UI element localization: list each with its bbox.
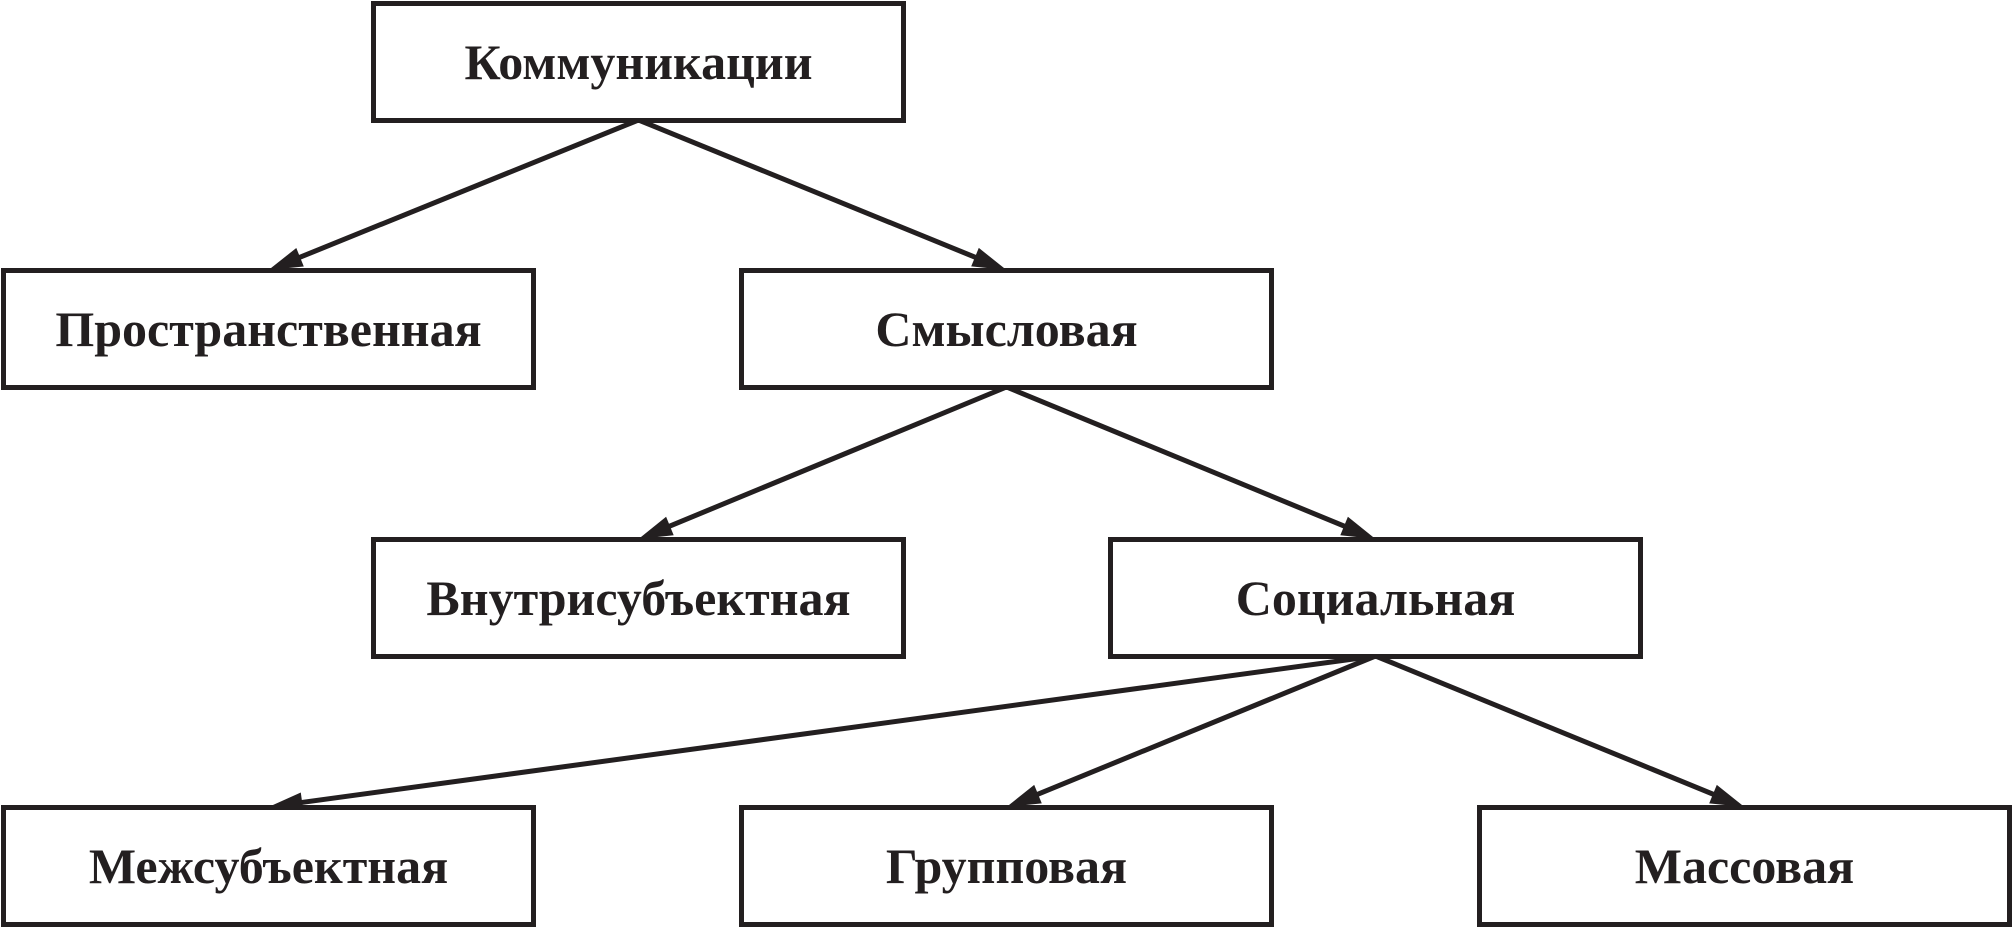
- node-mass: Массовая: [1477, 805, 2012, 927]
- node-communications: Коммуникации: [371, 1, 906, 123]
- arrowhead-semantic-to-social: [1340, 516, 1376, 539]
- edge-social-to-mass: [1374, 653, 1718, 798]
- edge-semantic-to-intrasubject: [665, 384, 1008, 530]
- node-intersubject: Межсубъектная: [1, 805, 536, 927]
- edge-root-to-spatial: [295, 117, 640, 262]
- arrowhead-social-to-mass: [1709, 784, 1745, 807]
- node-intrasubject: Внутрисубъектная: [371, 537, 906, 659]
- node-group: Групповая: [739, 805, 1274, 927]
- node-social: Социальная: [1108, 537, 1643, 659]
- arrowhead-semantic-to-intrasubject: [638, 516, 674, 539]
- edge-root-to-semantic: [637, 117, 980, 261]
- node-semantic: Смысловая: [739, 268, 1274, 390]
- arrowhead-root-to-spatial: [268, 248, 304, 270]
- node-spatial: Пространственная: [1, 268, 536, 390]
- edge-semantic-to-social: [1005, 384, 1349, 530]
- edge-social-to-group: [1033, 653, 1377, 798]
- arrowhead-root-to-semantic: [971, 247, 1007, 270]
- arrowhead-social-to-group: [1006, 784, 1042, 807]
- edge-social-to-intersubject: [297, 653, 1376, 806]
